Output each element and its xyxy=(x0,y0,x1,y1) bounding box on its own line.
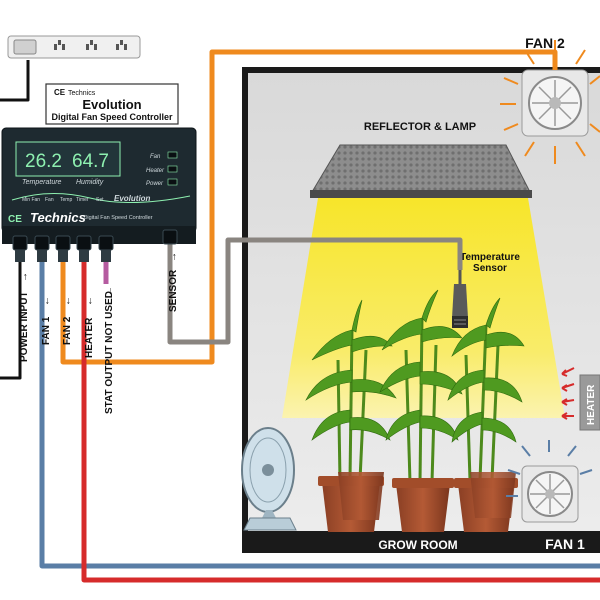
sensor-label-line2: Sensor xyxy=(473,263,507,274)
reflector-lamp: REFLECTOR & LAMP xyxy=(310,121,532,198)
product-title: Evolution xyxy=(82,97,141,112)
indicator-fan-label: Fan xyxy=(150,154,161,160)
temperature-sensor: Temperature Sensor xyxy=(452,252,520,328)
heater-cable xyxy=(81,262,600,583)
port-label-sensor: SENSOR xyxy=(168,269,179,312)
label-humidity: Humidity xyxy=(76,179,104,186)
display-humidity: 64.7 xyxy=(72,151,109,172)
indicator-power-label: Power xyxy=(146,181,164,187)
power-input-cable xyxy=(0,262,22,380)
fan2-air-arrows xyxy=(500,40,600,164)
port-arrow-heater: ← xyxy=(84,296,95,306)
indicator-lights: Fan Heater Power xyxy=(146,151,178,187)
heater-label: HEATER xyxy=(586,384,597,425)
grow-room-label: GROW ROOM xyxy=(378,538,457,552)
cables xyxy=(0,49,600,583)
port-arrow-fan1: ← xyxy=(41,296,52,306)
fan2-unit: FAN 2 xyxy=(500,35,600,164)
strip-label-fan[interactable]: Fan xyxy=(45,197,54,203)
fan1-air-arrows xyxy=(506,440,593,497)
indicator-heater-label: Heater xyxy=(146,168,165,174)
power-strip xyxy=(7,35,141,59)
port-labels: POWER INPUT → FAN 1 ← FAN 2 ← HEATER ← S… xyxy=(19,252,179,414)
strip-label-temp[interactable]: Temp xyxy=(60,197,72,203)
heat-arrows xyxy=(561,367,575,420)
fan1-label: FAN 1 xyxy=(545,536,585,552)
controller-buttons: Min Fan Fan Temp Timer Set xyxy=(22,197,104,203)
fan2-label: FAN 2 xyxy=(525,35,565,51)
port-arrow-sensor: → xyxy=(168,252,179,262)
port-arrow-power-input: → xyxy=(19,272,30,282)
port-label-fan2: FAN 2 xyxy=(62,316,73,345)
fan2-cable xyxy=(60,49,558,365)
port-arrow-fan2: ← xyxy=(62,296,73,306)
product-label-box: CE Technics Evolution Digital Fan Speed … xyxy=(45,83,179,125)
power-cable xyxy=(0,60,30,102)
port-label-power-input: POWER INPUT xyxy=(19,291,30,362)
sensor-cable xyxy=(167,237,463,345)
controller: 26.2 64.7 Fan Heater Power Temperature H… xyxy=(1,127,197,262)
lamp-label: REFLECTOR & LAMP xyxy=(364,121,476,133)
controller-footer-text: Digital Fan Speed Controller xyxy=(83,215,152,221)
heater-unit: HEATER xyxy=(561,367,600,431)
fan1-cable xyxy=(39,262,600,569)
strip-label-timer[interactable]: Timer xyxy=(76,197,89,203)
plant-pots xyxy=(318,472,518,532)
controller-display xyxy=(15,141,121,177)
controller-wave-strip xyxy=(11,192,191,204)
controller-brand: Technics xyxy=(30,210,86,225)
brand-name-small: Technics xyxy=(68,90,96,97)
controller-brand-logo: CE xyxy=(8,214,22,225)
brand-logo-prefix: CE xyxy=(54,88,66,97)
port-label-fan1: FAN 1 xyxy=(41,316,52,345)
product-subtitle: Digital Fan Speed Controller xyxy=(51,112,173,122)
plants xyxy=(305,289,525,532)
port-label-heater: HEATER xyxy=(84,317,95,358)
display-temperature: 26.2 xyxy=(25,151,62,172)
sensor-label-line1: Temperature xyxy=(460,252,520,263)
strip-label-min-fan[interactable]: Min Fan xyxy=(22,197,40,203)
port-label-stat: STAT OUTPUT NOT USED xyxy=(104,291,115,414)
strip-brand: Evolution xyxy=(114,194,151,203)
port-arrow-stat: ← xyxy=(104,286,115,296)
label-temperature: Temperature xyxy=(22,179,62,186)
fan1-unit: FAN 1 xyxy=(506,440,593,552)
strip-label-set[interactable]: Set xyxy=(96,197,104,203)
desk-fan xyxy=(241,427,297,531)
